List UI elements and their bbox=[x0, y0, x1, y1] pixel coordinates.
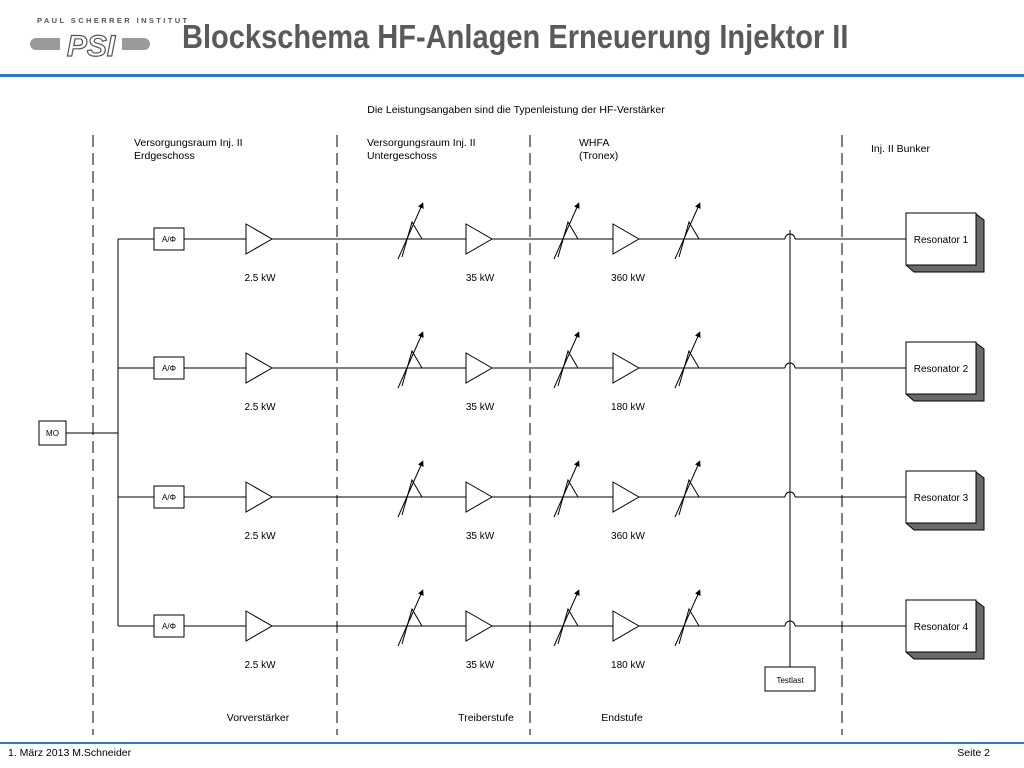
driver-amplifier-icon bbox=[465, 223, 494, 255]
phase-shifter-label: A/Φ bbox=[162, 493, 176, 502]
power-note: Die Leistungsangaben sind die Typenleist… bbox=[367, 104, 665, 116]
attenuator-icon bbox=[674, 331, 701, 389]
stage-labels: Vorverstärker Treiberstufe Endstufe bbox=[227, 712, 643, 724]
zone-label: WHFA bbox=[579, 137, 609, 149]
channel-row: A/Φ 2.5 kW 35 kW 180 kW Resonator 4 bbox=[118, 589, 985, 671]
attenuator-icon bbox=[397, 460, 424, 518]
preamplifier-icon bbox=[245, 223, 274, 255]
phase-shifter-label: A/Φ bbox=[162, 364, 176, 373]
phase-shifter-label: A/Φ bbox=[162, 235, 176, 244]
resonator-box bbox=[905, 212, 977, 266]
preamp-power: 2.5 kW bbox=[244, 660, 276, 671]
driver-amplifier-icon bbox=[465, 481, 494, 513]
driver-power: 35 kW bbox=[466, 660, 495, 671]
channel-row: A/Φ 2.5 kW 35 kW 360 kW Resonator 3 bbox=[118, 460, 985, 542]
footer-page-number: Seite 2 bbox=[957, 747, 990, 759]
attenuator-icon bbox=[553, 589, 580, 647]
zone-label: (Tronex) bbox=[579, 150, 618, 162]
final-amplifier-icon bbox=[612, 610, 641, 642]
zone-label: Versorgungsraum Inj. II bbox=[367, 137, 476, 149]
phase-shifter-box bbox=[153, 485, 185, 509]
stage-label: Vorverstärker bbox=[227, 712, 290, 724]
page-title: Blockschema HF-Anlagen Erneuerung Injekt… bbox=[182, 18, 849, 55]
final-amplifier-icon bbox=[612, 223, 641, 255]
zone-dividers bbox=[92, 135, 843, 735]
driver-power: 35 kW bbox=[466, 531, 495, 542]
master-oscillator-label: MO bbox=[46, 429, 59, 438]
logo-text: PAUL SCHERRER INSTITUT bbox=[37, 16, 190, 25]
final-amplifier-icon bbox=[612, 481, 641, 513]
stage-label: Treiberstufe bbox=[458, 712, 514, 724]
final-power: 360 kW bbox=[611, 273, 645, 284]
logo-mark-text: PSI bbox=[67, 30, 116, 62]
attenuator-icon bbox=[397, 202, 424, 260]
block-diagram: Die Leistungsangaben sind die Typenleist… bbox=[38, 104, 985, 735]
driver-power: 35 kW bbox=[466, 402, 495, 413]
attenuator-icon bbox=[674, 202, 701, 260]
attenuator-icon bbox=[553, 331, 580, 389]
footer-divider bbox=[0, 742, 1024, 744]
bus-crossing bbox=[784, 620, 796, 627]
test-load-label: Testlast bbox=[776, 676, 804, 685]
resonator-label: Resonator 4 bbox=[914, 622, 969, 633]
phase-shifter-box bbox=[153, 227, 185, 251]
header: PAUL SCHERRER INSTITUT PSI Blockschema H… bbox=[0, 0, 1024, 80]
attenuator-icon bbox=[397, 589, 424, 647]
resonator-label: Resonator 2 bbox=[914, 364, 969, 375]
attenuator-icon bbox=[674, 589, 701, 647]
preamplifier-icon bbox=[245, 610, 274, 642]
bus-crossing bbox=[784, 491, 796, 498]
test-load-box bbox=[764, 666, 816, 692]
driver-amplifier-icon bbox=[465, 352, 494, 384]
preamp-power: 2.5 kW bbox=[244, 273, 276, 284]
preamplifier-icon bbox=[245, 352, 274, 384]
phase-shifter-box bbox=[153, 356, 185, 380]
header-divider bbox=[0, 74, 1024, 77]
channel-row: A/Φ 2.5 kW 35 kW 180 kW Resonator 2 bbox=[118, 331, 985, 413]
master-oscillator-box bbox=[38, 420, 67, 446]
channels: A/Φ 2.5 kW 35 kW 360 kW Resonator 1 A/Φ 2.5 kW… bbox=[118, 202, 985, 671]
bus-crossing bbox=[784, 233, 796, 240]
final-power: 360 kW bbox=[611, 531, 645, 542]
stage-label: Endstufe bbox=[601, 712, 643, 724]
attenuator-icon bbox=[674, 460, 701, 518]
attenuator-icon bbox=[397, 331, 424, 389]
preamp-power: 2.5 kW bbox=[244, 531, 276, 542]
preamplifier-icon bbox=[245, 481, 274, 513]
preamp-power: 2.5 kW bbox=[244, 402, 276, 413]
driver-power: 35 kW bbox=[466, 273, 495, 284]
phase-shifter-box bbox=[153, 614, 185, 638]
resonator-box bbox=[905, 470, 977, 524]
bus-crossing bbox=[784, 362, 796, 369]
final-power: 180 kW bbox=[611, 402, 645, 413]
footer-date-author: 1. März 2013 M.Schneider bbox=[8, 747, 132, 759]
final-amplifier-icon bbox=[612, 352, 641, 384]
resonator-box bbox=[905, 341, 977, 395]
resonator-label: Resonator 1 bbox=[914, 235, 969, 246]
channel-row: A/Φ 2.5 kW 35 kW 360 kW Resonator 1 bbox=[118, 202, 985, 284]
attenuator-icon bbox=[553, 460, 580, 518]
final-power: 180 kW bbox=[611, 660, 645, 671]
attenuator-icon bbox=[553, 202, 580, 260]
driver-amplifier-icon bbox=[465, 610, 494, 642]
phase-shifter-label: A/Φ bbox=[162, 622, 176, 631]
zone-labels: Versorgungsraum Inj. II Erdgeschoss Vers… bbox=[134, 137, 930, 162]
zone-label: Versorgungsraum Inj. II bbox=[134, 137, 243, 149]
zone-label: Inj. II Bunker bbox=[871, 143, 930, 155]
resonator-label: Resonator 3 bbox=[914, 493, 969, 504]
psi-logo: PSI bbox=[30, 28, 150, 62]
zone-label: Untergeschoss bbox=[367, 150, 437, 162]
resonator-box bbox=[905, 599, 977, 653]
zone-label: Erdgeschoss bbox=[134, 150, 195, 162]
